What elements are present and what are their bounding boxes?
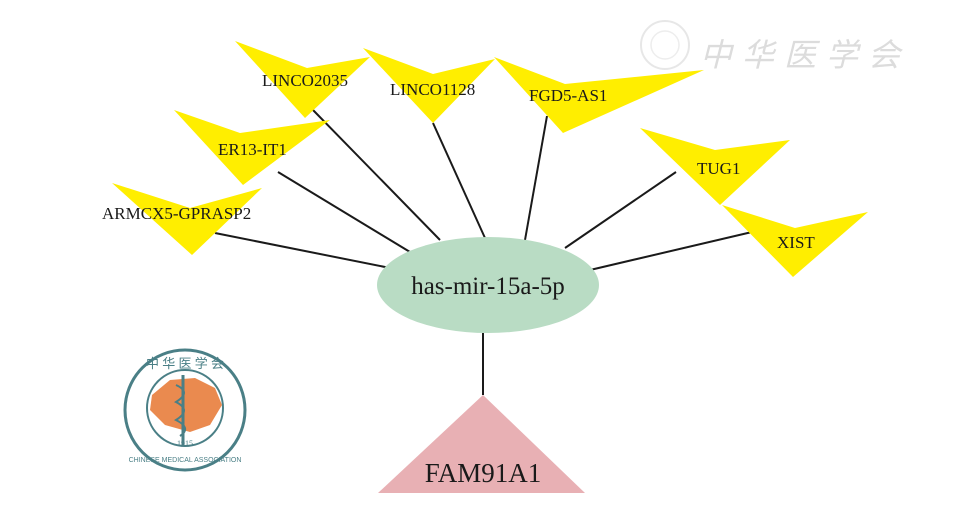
label-fgd5: FGD5-AS1: [529, 86, 607, 105]
node-er13-it1[interactable]: [174, 110, 330, 185]
watermark-logo: [640, 20, 690, 70]
edge-er13: [277, 171, 411, 253]
logo-chinese: 中 华 医 学 会: [146, 356, 224, 371]
node-target-fam91a1[interactable]: [378, 395, 585, 493]
lncrna-nodes: [112, 41, 868, 277]
label-xist: XIST: [777, 233, 815, 252]
logo-year: 1915: [177, 439, 193, 448]
node-linc02035[interactable]: [235, 41, 370, 118]
lncrna-labels: ARMCX5-GPRASP2 ER13-IT1 LINCO2035 LINCO1…: [102, 71, 815, 252]
node-linc01128[interactable]: [363, 48, 495, 123]
node-mirna-hub[interactable]: [377, 237, 599, 333]
logo-english: CHINESE MEDICAL ASSOCIATION: [129, 457, 242, 464]
label-hub: has-mir-15a-5p: [411, 273, 565, 300]
label-er13: ER13-IT1: [218, 140, 287, 159]
edges: [214, 109, 753, 395]
label-target: FAM91A1: [425, 458, 542, 488]
node-fgd5-as1[interactable]: [494, 57, 704, 133]
label-linc02035: LINCO2035: [262, 71, 348, 90]
edge-armcx5: [214, 232, 401, 271]
edge-tug1: [564, 171, 677, 249]
node-armcx5-gprasp2[interactable]: [112, 183, 262, 255]
edge-linc02035: [312, 109, 441, 241]
watermark-text: 中华医学会: [700, 36, 911, 74]
edge-xist: [589, 231, 753, 271]
edge-fgd5: [524, 115, 548, 241]
label-linc01128: LINCO1128: [390, 80, 475, 99]
label-armcx5: ARMCX5-GPRASP2: [102, 204, 251, 223]
edge-linc01128: [432, 122, 486, 239]
label-tug1: TUG1: [697, 159, 740, 178]
node-tug1[interactable]: [640, 128, 790, 205]
node-xist[interactable]: [722, 205, 868, 277]
cma-logo: 中 华 医 学 会 1915 CHINESE MEDICAL ASSOCIATI…: [123, 348, 247, 472]
